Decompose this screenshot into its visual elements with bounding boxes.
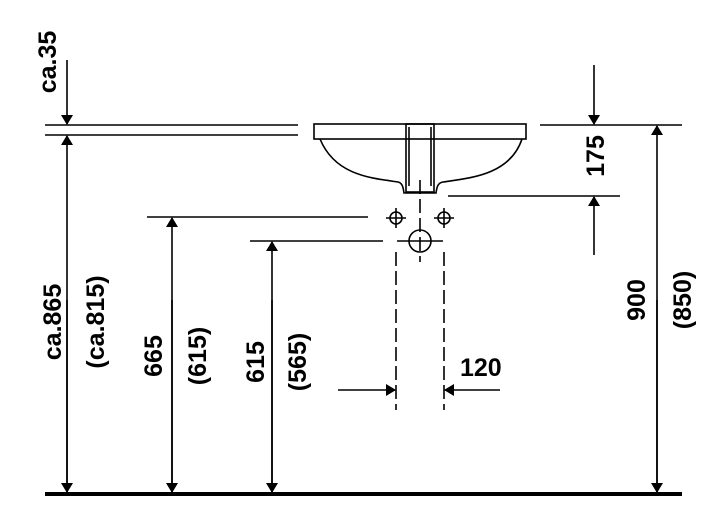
rim-height-label: ca.865 xyxy=(39,284,67,361)
supply-spacing-label: 120 xyxy=(460,354,502,382)
waste-crosshair-icon xyxy=(397,180,443,262)
rim-height-alt-label: (ca.815) xyxy=(82,275,110,368)
total-height-label: 900 xyxy=(623,279,651,321)
dimension-arrows xyxy=(61,60,663,493)
waste-height-alt-label: (565) xyxy=(284,333,312,391)
supply-height-label: 665 xyxy=(140,335,168,377)
total-height-alt-label: (850) xyxy=(669,271,697,329)
top-offset-label: ca.35 xyxy=(34,31,62,94)
supply-height-alt-label: (615) xyxy=(184,327,212,385)
trap-depth-label: 175 xyxy=(582,135,610,177)
supply-right-crosshair-icon xyxy=(434,208,454,228)
supply-left-crosshair-icon xyxy=(386,208,406,228)
waste-height-label: 615 xyxy=(242,341,270,383)
